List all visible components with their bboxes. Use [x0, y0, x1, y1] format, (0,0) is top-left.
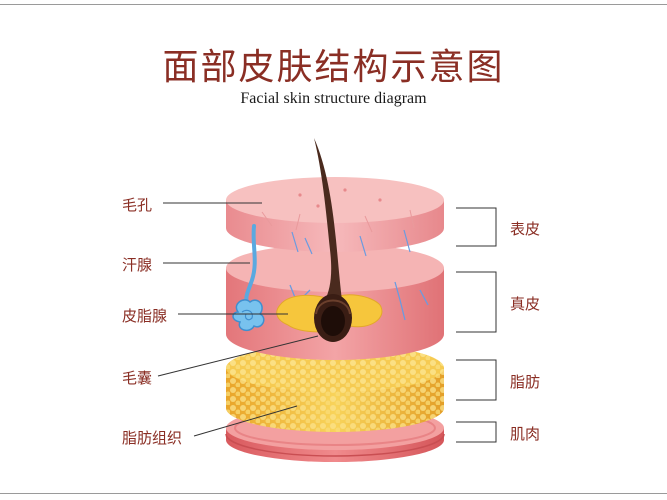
diagram-title: 面部皮肤结构示意图: [162, 47, 505, 88]
diagram-subtitle: Facial skin structure diagram: [240, 90, 427, 107]
sweat-gland: [232, 224, 265, 332]
label-adipose-tissue: 脂肪组织: [122, 429, 183, 447]
label-fat: 脂肪: [510, 373, 541, 391]
left-leader-lines: [157, 202, 319, 437]
label-muscle: 肌肉: [510, 425, 541, 443]
label-pore: 毛孔: [122, 196, 153, 214]
label-epidermis: 表皮: [510, 220, 541, 238]
top-rule: [0, 4, 667, 5]
label-dermis: 真皮: [510, 295, 541, 313]
epidermis-bracket: [456, 207, 497, 247]
adipose-tissue-leader-line: [193, 405, 298, 437]
dermis-bracket: [456, 271, 497, 333]
label-sebaceous-gland: 皮脂腺: [122, 307, 168, 325]
epidermis-layer: [226, 177, 444, 257]
hair-follicle: [314, 138, 352, 342]
label-hair-follicle: 毛囊: [122, 369, 153, 387]
right-brackets: [456, 207, 497, 443]
fat-bracket: [456, 359, 497, 401]
label-sweat-gland: 汗腺: [122, 256, 153, 274]
hair-follicle-leader-line: [157, 335, 319, 377]
bottom-rule: [0, 493, 667, 494]
muscle-bracket: [456, 421, 497, 443]
